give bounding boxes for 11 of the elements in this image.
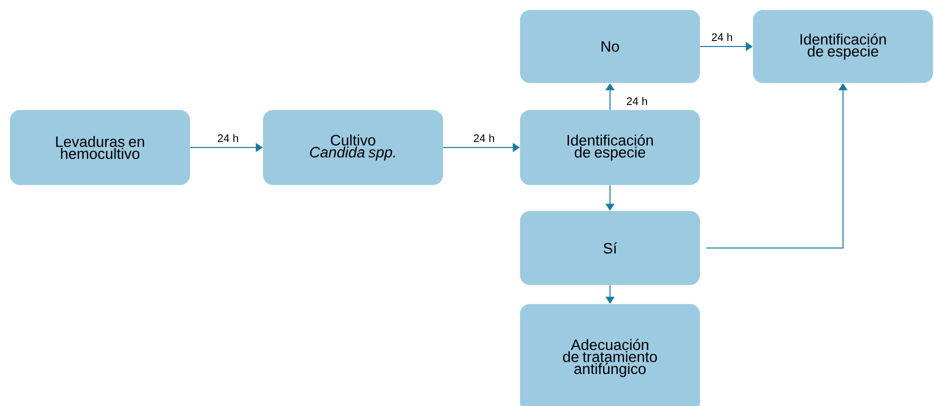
process-box: No <box>520 10 700 83</box>
edge-label: 24 h <box>625 96 649 106</box>
edge-label: 24 h <box>472 133 496 143</box>
process-box: Levaduras en hemocultivo <box>10 110 190 185</box>
process-box: Sí <box>520 211 700 285</box>
edge-label: 24 h <box>710 32 734 42</box>
edge-label: 24 h <box>216 133 240 143</box>
process-box: Adecuación de tratamiento antifúngico <box>520 304 700 406</box>
process-box: Identificación de especie <box>753 10 933 83</box>
process-box: Identificación de especie <box>520 110 700 185</box>
process-box: Cultivo Candida spp. <box>263 110 443 185</box>
